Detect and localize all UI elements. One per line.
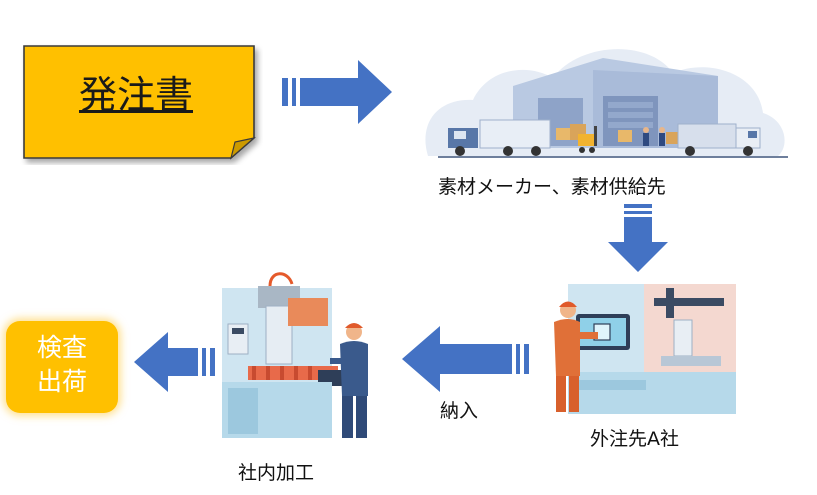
subcontractor-label: 外注先A社: [590, 428, 679, 450]
order-note: 発注書: [18, 40, 263, 165]
supplier-label: 素材メーカー、素材供給先: [438, 176, 666, 198]
arrow-left-2: [134, 332, 215, 392]
order-note-label: 発注書: [78, 73, 193, 117]
inspection-box: 検査 出荷: [6, 321, 118, 413]
warehouse-icon: [425, 49, 788, 158]
arrow-left-1: [402, 326, 529, 392]
order-note-shape: [23, 45, 257, 160]
in-house-illustration: [222, 266, 380, 442]
delivery-label: 納入: [440, 400, 479, 422]
subcontractor-illustration: [546, 280, 738, 420]
cnc-operator-screen-icon: [554, 284, 736, 414]
cnc-machine-worker-icon: [222, 272, 368, 438]
arrow-right-1: [282, 60, 392, 124]
inspection-label: 検査 出荷: [36, 333, 87, 396]
supplier-illustration: [418, 28, 790, 163]
in-house-label: 社内加工: [238, 462, 315, 484]
arrow-down-1: [608, 204, 668, 272]
